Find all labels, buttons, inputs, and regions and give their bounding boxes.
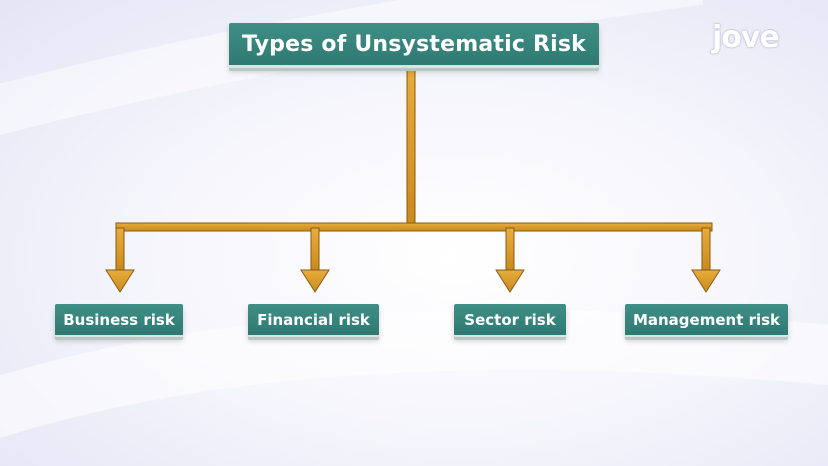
child-node-management-risk: Management risk (625, 304, 788, 337)
diagram-title: Types of Unsystematic Risk (229, 23, 599, 68)
arrow-head (495, 269, 525, 293)
trunk-line (406, 63, 416, 225)
arrow-head (300, 269, 330, 293)
jove-logo: jove (712, 20, 780, 55)
child-node-business-risk: Business risk (55, 304, 183, 337)
drop-line (701, 227, 711, 271)
arrow-head (105, 269, 135, 293)
arrow-head (691, 269, 721, 293)
child-node-sector-risk: Sector risk (454, 304, 566, 337)
branch-line (115, 222, 713, 232)
child-node-financial-risk: Financial risk (248, 304, 379, 337)
drop-line (505, 227, 515, 271)
drop-line (310, 227, 320, 271)
drop-line (115, 227, 125, 271)
